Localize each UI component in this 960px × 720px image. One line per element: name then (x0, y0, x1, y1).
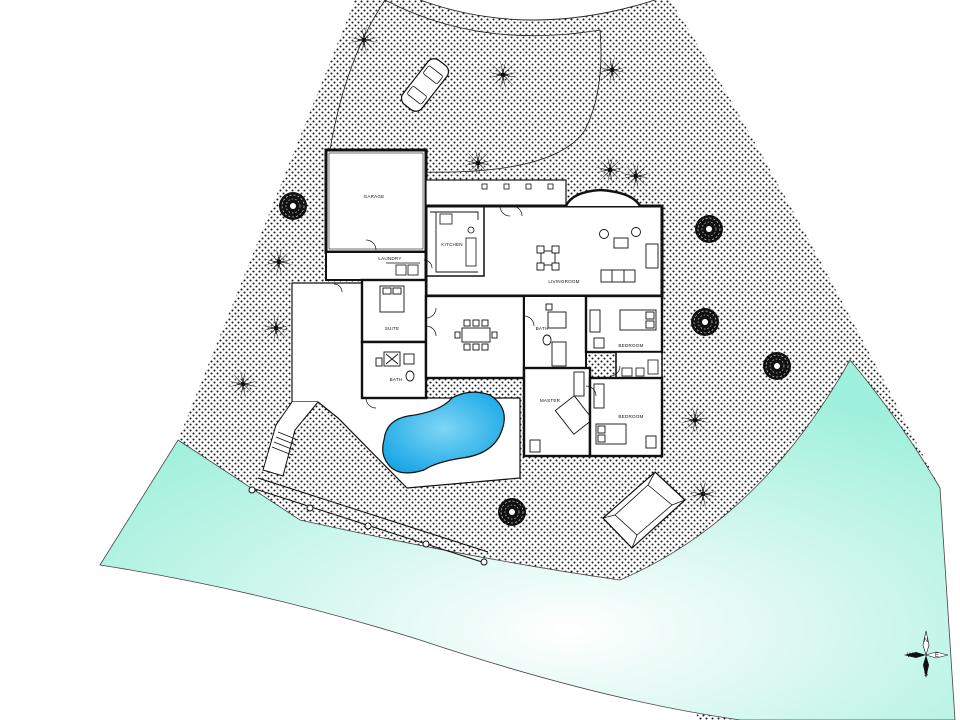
room-label-bath-center: BATH (536, 326, 549, 331)
room-label-kitchen: KITCHEN (441, 242, 463, 247)
compass-north: N (924, 638, 928, 644)
room-label-bedroom-ne: BEDROOM (618, 343, 643, 348)
gazebo (602, 471, 686, 549)
water-area (99, 359, 956, 720)
shrub-icon (762, 351, 792, 381)
living-furniture (536, 227, 659, 283)
parked-car (400, 58, 450, 112)
compass-east: E (935, 653, 939, 659)
shrub-icon (694, 214, 724, 244)
room-label-bedroom-se: BEDROOM (618, 414, 643, 419)
driveway-boundary (329, 0, 602, 173)
kitchen (425, 205, 485, 277)
bath-suite (360, 340, 428, 400)
shrub-icon (497, 497, 527, 527)
compass-rose-icon (904, 630, 949, 678)
room-label-laundry: LAUNDRY (378, 256, 401, 261)
door-swings (333, 205, 621, 409)
room-label-garage: GARAGE (364, 194, 385, 199)
cul-de-sac-curb (419, 0, 656, 21)
room-label-bath-suite: BATH (390, 377, 403, 382)
room-label-master: MASTER (540, 398, 561, 403)
garage (324, 148, 428, 254)
laundry (325, 251, 427, 281)
compass-south: S (924, 672, 928, 678)
deck-stairs (271, 431, 299, 456)
breezeway (425, 179, 567, 207)
compass-west: W (907, 653, 913, 659)
bay-window (564, 188, 642, 207)
shrub-icon (278, 191, 308, 221)
room-label-livingroom: LIVINGROOM (548, 279, 579, 284)
room-label-suite: SUITE (385, 326, 400, 331)
compass-rose: N S E W (904, 630, 949, 678)
house: GARAGE LAUNDRY KITCHEN LIVINGROOM SUITE … (324, 148, 664, 458)
dock-posts (248, 486, 488, 566)
shrub-icon (690, 307, 720, 337)
swimming-pool (382, 391, 505, 474)
